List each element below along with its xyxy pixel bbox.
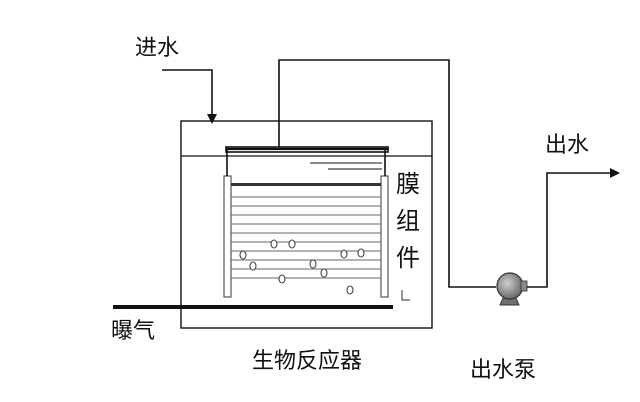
bubble xyxy=(357,248,365,258)
outlet-pipe-arrow xyxy=(527,168,620,288)
bubble xyxy=(288,239,296,249)
bubble xyxy=(249,261,257,271)
membrane-label-3: 件 xyxy=(396,244,420,272)
membrane-label-1: 膜 xyxy=(396,170,420,198)
membrane-module xyxy=(223,146,389,298)
pump-label: 出水泵 xyxy=(470,358,536,383)
membrane-label-2: 组 xyxy=(396,207,420,235)
outlet-label: 出水 xyxy=(545,133,589,158)
bubble xyxy=(320,268,328,278)
inlet-pipe-arrow xyxy=(162,69,217,124)
module-left-post xyxy=(223,175,232,298)
air-bubbles xyxy=(239,239,365,295)
reactor-label: 生物反应器 xyxy=(252,349,362,374)
aeration-label: 曝气 xyxy=(111,319,155,344)
bubble xyxy=(346,285,354,295)
membrane-sheets xyxy=(231,196,381,279)
reactor-tank xyxy=(180,120,433,329)
bubble xyxy=(309,259,317,269)
permeate-pipe xyxy=(278,59,496,288)
hook-mark xyxy=(401,290,410,301)
bubble xyxy=(340,249,348,259)
outlet-pump xyxy=(496,272,528,306)
tank-outline xyxy=(180,120,433,329)
pump-nozzle xyxy=(520,280,528,292)
membrane-top-bar xyxy=(231,183,381,186)
bubble xyxy=(270,239,278,249)
bubble xyxy=(278,274,286,284)
module-right-post xyxy=(380,175,389,298)
bubble xyxy=(239,250,247,260)
pump-body xyxy=(496,272,524,300)
inlet-label: 进水 xyxy=(135,36,179,61)
